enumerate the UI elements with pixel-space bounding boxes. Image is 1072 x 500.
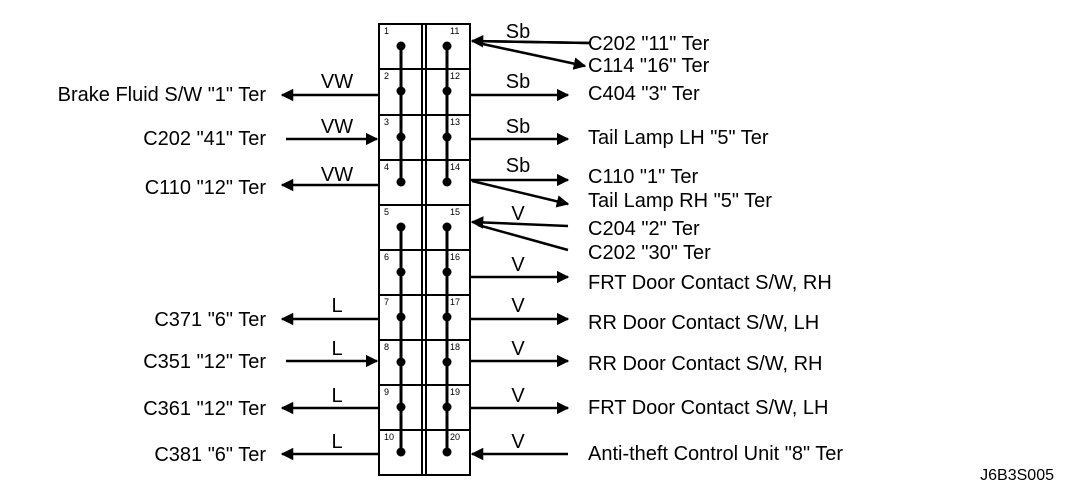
wire-connections [280,34,591,461]
left-label-pin-9: C361 "12" Ter [143,398,266,420]
right-label-pin-14b: Tail Lamp RH "5" Ter [588,190,772,212]
wire-code-pin-9: L [331,385,342,407]
right-label-pin-13: Tail Lamp LH "5" Ter [588,127,769,149]
right-label-pin-15a: C204 "2" Ter [588,218,700,240]
wire-code-pin-14: Sb [506,155,530,177]
wire-code-pin-8: L [331,338,342,360]
right-label-pin-20: Anti-theft Control Unit "8" Ter [588,443,843,465]
pin-number: 4 [384,162,389,172]
right-label-pin-18: RR Door Contact S/W, RH [588,353,823,375]
wire-code-pin-17: V [511,295,525,317]
wire-right-pin-14-branch [471,179,570,208]
wire-code-pin-2: VW [321,71,353,93]
right-label-pin-12: C404 "3" Ter [588,83,700,105]
figure-id: J6B3S005 [980,467,1054,484]
left-label-pin-3: C202 "41" Ter [143,128,266,150]
right-label-pin-16: FRT Door Contact S/W, RH [588,272,832,294]
pin-number: 19 [450,387,460,397]
pin-number: 11 [450,26,459,36]
left-label-pin-10: C381 "6" Ter [154,444,266,466]
pin-number: 3 [384,117,389,127]
pin-number: 14 [450,162,460,172]
wire-code-pin-12: Sb [506,71,530,93]
pin-number: 1 [384,26,389,36]
right-label-pin-11a: C202 "11" Ter [588,33,710,55]
pin-number: 7 [384,297,389,307]
wire-right-pin-15 [470,216,569,229]
wire-code-pin-11: Sb [506,21,530,43]
pin-number: 10 [384,432,394,442]
left-label-pin-7: C371 "6" Ter [154,309,266,331]
wire-code-pin-19: V [511,385,525,407]
wire-right-pin-11-branch [477,41,587,70]
left-label-pin-2: Brake Fluid S/W "1" Ter [58,84,267,106]
right-label-pin-14a: C110 "1" Ter [588,166,699,188]
wire-code-pin-18: V [511,338,525,360]
pin-number: 17 [450,297,460,307]
right-label-pin-11b: C114 "16" Ter [588,55,710,77]
pin-number: 12 [450,71,460,81]
pin-number: 16 [450,252,460,262]
pin-number: 15 [450,207,460,217]
wire-code-pin-3: VW [321,116,353,138]
wire-right-pin-11-arrow [470,34,591,48]
wire-code-pin-13: Sb [506,116,530,138]
wire-code-pin-10: L [331,431,342,453]
right-label-pin-19: FRT Door Contact S/W, LH [588,397,828,419]
pin-number: 18 [450,342,460,352]
pin-number: 2 [384,71,389,81]
wire-code-pin-15: V [511,203,525,225]
pin-number: 13 [450,117,460,127]
left-label-pin-8: C351 "12" Ter [143,351,266,373]
pin-number: 6 [384,252,389,262]
wire-right-pin-15-branch [477,223,569,252]
pin-number: 9 [384,387,389,397]
wire-code-pin-7: L [331,295,342,317]
wire-code-pin-16: V [511,254,525,276]
wire-code-pin-4: VW [321,164,353,186]
right-label-pin-15b: C202 "30" Ter [588,242,711,264]
wire-code-pin-20: V [511,431,525,453]
right-label-pin-17: RR Door Contact S/W, LH [588,312,819,334]
left-label-pin-4: C110 "12" Ter [145,177,267,199]
pin-number: 8 [384,342,389,352]
pin-number: 20 [450,432,460,442]
pin-number: 5 [384,207,389,217]
